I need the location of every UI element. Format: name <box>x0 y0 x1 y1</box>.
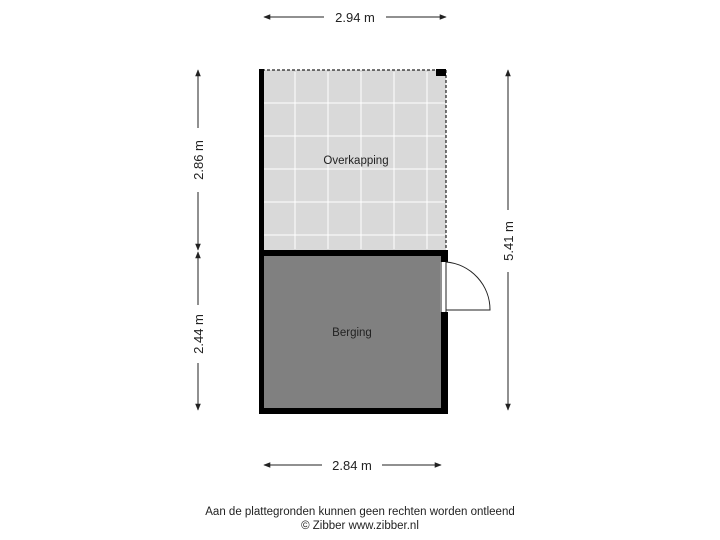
berging-room <box>259 250 491 414</box>
dimension-label-right: 5.41 m <box>501 221 516 261</box>
dimension-label-bottom: 2.84 m <box>332 458 372 473</box>
column-post <box>436 69 446 76</box>
room-label-overkapping: Overkapping <box>323 155 388 167</box>
overkapping-area <box>262 69 447 250</box>
overkapping-tile-grid <box>263 72 445 249</box>
left-wall <box>259 69 264 414</box>
room-label-berging: Berging <box>332 327 372 339</box>
dimension-label-left-lower: 2.44 m <box>191 314 206 354</box>
door-swing-arc <box>445 261 491 311</box>
dimension-label-left-upper: 2.86 m <box>191 140 206 180</box>
dimension-label-top: 2.94 m <box>335 10 375 25</box>
footer-disclaimer: Aan de plattegronden kunnen geen rechten… <box>205 506 515 518</box>
footer-copyright: © Zibber www.zibber.nl <box>301 520 419 532</box>
